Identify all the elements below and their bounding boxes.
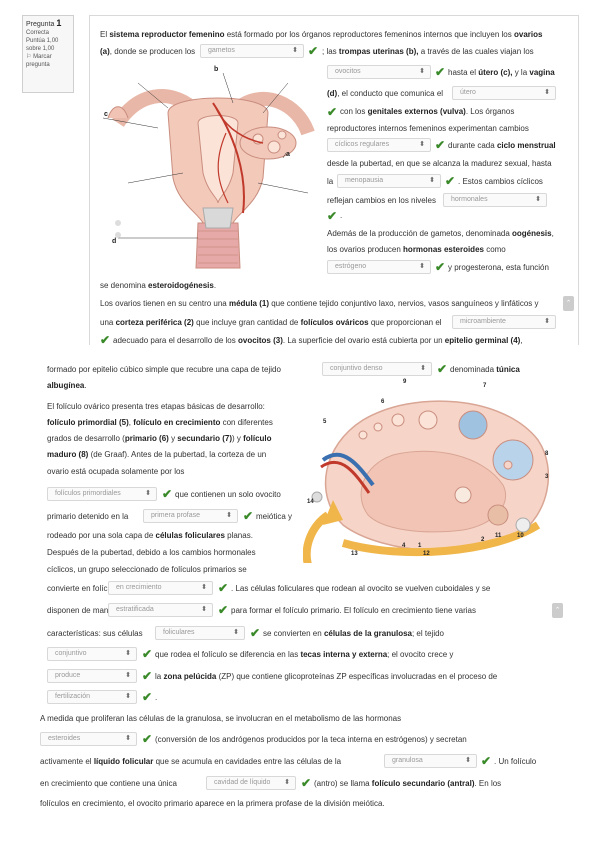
check-icon: ✔ bbox=[142, 669, 153, 683]
check-icon: ✔ bbox=[435, 260, 446, 274]
check-icon: ✔ bbox=[481, 754, 492, 768]
check-icon: ✔ bbox=[435, 138, 446, 152]
check-icon: ✔ bbox=[142, 690, 153, 704]
caret-icon: ⬍ bbox=[292, 47, 298, 54]
figure-label: 8 bbox=[545, 451, 549, 457]
answer-select-12[interactable]: en crecimiento⬍ bbox=[108, 581, 213, 595]
check-icon: ✔ bbox=[243, 509, 254, 523]
answer-select-15[interactable]: conjuntivo⬍ bbox=[47, 647, 137, 661]
ovary-follicle-illustration: 1 2 3 4 5 6 7 8 9 10 11 12 13 14 bbox=[303, 379, 550, 563]
caret-icon: ⬍ bbox=[419, 68, 425, 75]
check-icon: ✔ bbox=[100, 333, 111, 347]
caret-icon: ⬍ bbox=[125, 672, 131, 679]
answer-select-14[interactable]: foliculares⬍ bbox=[155, 626, 245, 640]
answer-select-13[interactable]: estratificada⬍ bbox=[108, 603, 213, 617]
flag-icon: ⚐ bbox=[26, 54, 32, 60]
caret-icon: ⬍ bbox=[419, 141, 425, 148]
check-icon: ✔ bbox=[327, 105, 338, 119]
answer-select-1[interactable]: gametos⬍ bbox=[200, 44, 304, 58]
figure-label: 14 bbox=[307, 499, 314, 505]
check-icon: ✔ bbox=[445, 174, 456, 188]
question-info: Pregunta 1 Correcta Puntúa 1,00 sobre 1,… bbox=[22, 15, 74, 93]
caret-icon: ⌃ bbox=[554, 607, 561, 614]
question-number: 1 bbox=[56, 18, 62, 28]
figure-label: 10 bbox=[517, 533, 524, 539]
caret-icon: ⬍ bbox=[226, 512, 232, 519]
caret-icon: ⬍ bbox=[125, 650, 131, 657]
answer-select-18[interactable]: esteroides⬍ bbox=[40, 732, 137, 746]
check-icon: ✔ bbox=[162, 487, 173, 501]
answer-select-8[interactable]: microambiente⬍ bbox=[452, 315, 556, 329]
figure-label: 4 bbox=[402, 543, 406, 549]
question-content-box bbox=[89, 15, 579, 345]
figure-label: b bbox=[214, 66, 218, 73]
answer-select-5[interactable]: menopausia⬍ bbox=[337, 174, 441, 188]
figure-label: 13 bbox=[351, 551, 358, 557]
caret-icon: ⌃ bbox=[565, 300, 572, 307]
caret-icon: ⬍ bbox=[544, 318, 550, 325]
answer-select-6[interactable]: hormonales⬍ bbox=[443, 193, 547, 207]
figure-label: 11 bbox=[495, 533, 502, 539]
caret-icon: ⬍ bbox=[429, 177, 435, 184]
answer-select-9[interactable]: conjuntivo denso⬍ bbox=[322, 362, 432, 376]
check-icon: ✔ bbox=[301, 776, 312, 790]
check-icon: ✔ bbox=[218, 581, 229, 595]
figure-label: 7 bbox=[483, 383, 487, 389]
answer-select-11[interactable]: primera profase⬍ bbox=[143, 509, 238, 523]
answer-select-2[interactable]: ovocitos⬍ bbox=[327, 65, 431, 79]
flag-question-link[interactable]: ⚐ Marcar pregunta bbox=[26, 54, 52, 68]
answer-select-19[interactable]: granulosa⬍ bbox=[384, 754, 477, 768]
caret-icon: ⬍ bbox=[284, 779, 290, 786]
caret-icon: ⬍ bbox=[201, 584, 207, 591]
answer-select-17[interactable]: fertilización⬍ bbox=[47, 690, 137, 704]
figure-label: 3 bbox=[545, 474, 549, 480]
answer-select-16[interactable]: produce⬍ bbox=[47, 669, 137, 683]
caret-icon: ⬍ bbox=[419, 263, 425, 270]
caret-icon: ⬍ bbox=[420, 365, 426, 372]
scroll-button[interactable]: ⌃ bbox=[552, 603, 563, 618]
question-status: Correcta bbox=[26, 30, 50, 36]
check-icon: ✔ bbox=[142, 732, 153, 746]
answer-select-7[interactable]: estrógeno⬍ bbox=[327, 260, 431, 274]
figure-label: 5 bbox=[323, 419, 327, 425]
caret-icon: ⬍ bbox=[145, 490, 151, 497]
caret-icon: ⬍ bbox=[544, 89, 550, 96]
figure-label: d bbox=[112, 238, 116, 245]
check-icon: ✔ bbox=[250, 626, 261, 640]
figure-label: c bbox=[104, 111, 108, 118]
caret-icon: ⬍ bbox=[125, 693, 131, 700]
caret-icon: ⬍ bbox=[125, 735, 131, 742]
caret-icon: ⬍ bbox=[535, 196, 541, 203]
check-icon: ✔ bbox=[437, 362, 448, 376]
check-icon: ✔ bbox=[308, 44, 319, 58]
answer-select-10[interactable]: folículos primordiales⬍ bbox=[47, 487, 157, 501]
check-icon: ✔ bbox=[218, 603, 229, 617]
figure-label: a bbox=[286, 151, 290, 158]
question-score: Puntúa 1,00 sobre 1,00 bbox=[26, 38, 59, 52]
answer-select-20[interactable]: cavidad de líquido⬍ bbox=[206, 776, 296, 790]
female-reproductive-system-illustration: a b c d bbox=[98, 63, 320, 278]
answer-select-3[interactable]: útero⬍ bbox=[452, 86, 556, 100]
figure-label: 12 bbox=[423, 551, 430, 557]
caret-icon: ⬍ bbox=[201, 606, 207, 613]
check-icon: ✔ bbox=[435, 65, 446, 79]
check-icon: ✔ bbox=[327, 209, 338, 223]
caret-icon: ⬍ bbox=[465, 757, 471, 764]
figure-label: 9 bbox=[403, 379, 407, 385]
caret-icon: ⬍ bbox=[233, 629, 239, 636]
scroll-button[interactable]: ⌃ bbox=[563, 296, 574, 311]
answer-select-4[interactable]: cíclicos regulares⬍ bbox=[327, 138, 431, 152]
figure-label: 6 bbox=[381, 399, 385, 405]
check-icon: ✔ bbox=[142, 647, 153, 661]
figure-label: 2 bbox=[481, 537, 485, 543]
figure-label: 1 bbox=[418, 543, 422, 549]
